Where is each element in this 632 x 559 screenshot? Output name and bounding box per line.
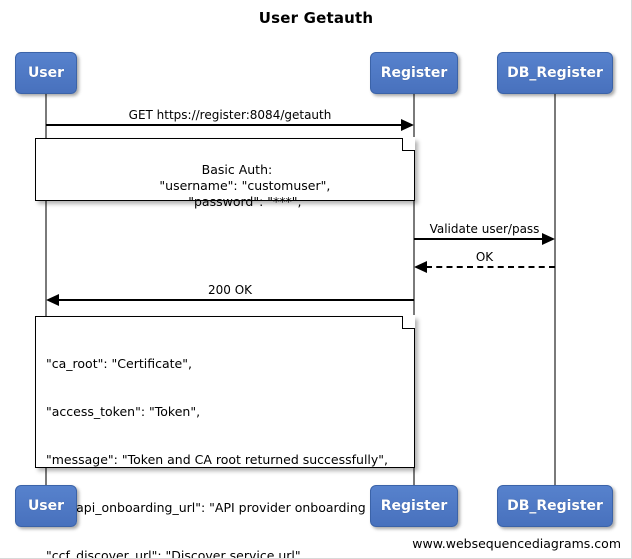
message-line-ok	[426, 266, 555, 268]
message-line-get-getauth	[46, 124, 402, 126]
lifeline-db-register	[554, 94, 556, 488]
participant-label: Register	[380, 498, 448, 514]
participant-register-top[interactable]: Register	[370, 52, 458, 94]
page-title: User Getauth	[258, 9, 374, 27]
participant-label: User	[27, 65, 65, 81]
message-label-200-ok: 200 OK	[207, 283, 253, 297]
participant-db-register-top[interactable]: DB_Register	[497, 52, 613, 94]
note-line: "username": "customuser",	[143, 178, 331, 193]
note-text: Basic Auth: "username": "customuser", "p…	[36, 139, 414, 232]
note-line: "password": "***",	[172, 194, 302, 209]
participant-user-top[interactable]: User	[15, 52, 77, 94]
note-line: "ca_root": "Certificate",	[46, 356, 192, 371]
token-response-note: "ca_root": "Certificate", "access_token"…	[35, 315, 445, 558]
participant-db-register-bottom[interactable]: DB_Register	[497, 485, 613, 527]
note-line: "ccf_api_onboarding_url": "API provider …	[46, 500, 445, 515]
lifeline-user	[45, 94, 47, 488]
note-text: "ca_root": "Certificate", "access_token"…	[36, 317, 445, 559]
participant-label: User	[27, 498, 65, 514]
footer-watermark: www.websequencediagrams.com	[412, 536, 621, 551]
message-arrowhead-ok	[414, 261, 427, 273]
message-arrowhead-get-getauth	[401, 119, 414, 131]
note-line: "ccf_discover_url": "Discover service ur…	[46, 548, 305, 559]
note-fold-corner-icon	[402, 315, 415, 329]
participant-label: Register	[380, 65, 448, 81]
participant-label: DB_Register	[507, 498, 603, 514]
note-fold-corner-icon	[402, 137, 415, 151]
message-label-ok: OK	[475, 250, 494, 264]
message-line-validate-user-pass	[414, 238, 543, 240]
message-arrowhead-200-ok	[46, 294, 59, 306]
note-line: "access_token": "Token",	[46, 404, 201, 419]
message-label-validate-user-pass: Validate user/pass	[429, 222, 540, 236]
participant-register-bottom[interactable]: Register	[370, 485, 458, 527]
basic-auth-note: Basic Auth: "username": "customuser", "p…	[35, 137, 415, 209]
message-line-200-ok	[58, 299, 414, 301]
message-arrowhead-validate-user-pass	[542, 233, 555, 245]
lifeline-register	[413, 94, 415, 488]
message-label-get-getauth: GET https://register:8084/getauth	[128, 108, 332, 122]
note-line: Basic Auth:	[201, 162, 273, 177]
note-line: "message": "Token and CA root returned s…	[46, 452, 389, 467]
participant-label: DB_Register	[507, 65, 603, 81]
participant-user-bottom[interactable]: User	[15, 485, 77, 527]
